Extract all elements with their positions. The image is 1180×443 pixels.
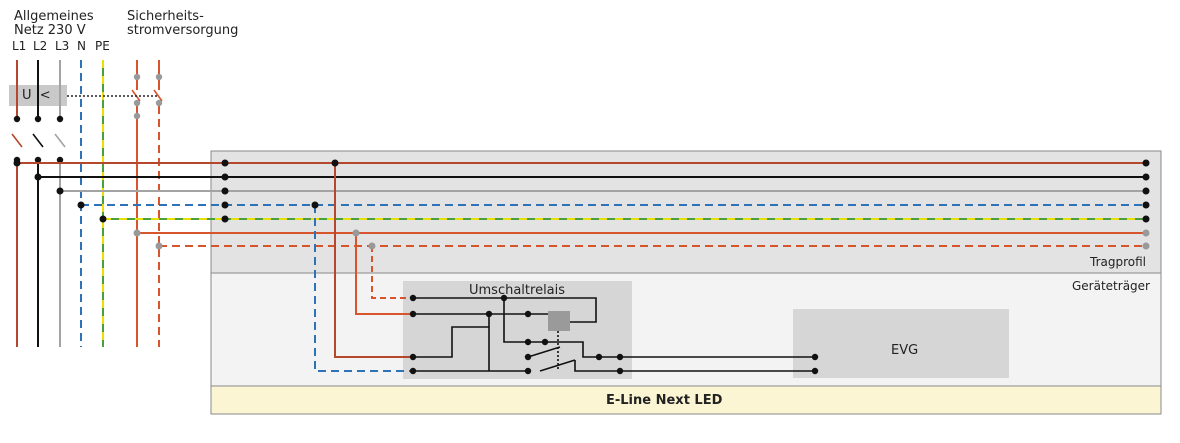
gear-tray-panel: [210, 272, 1162, 387]
conductor-l2-label: L2: [33, 39, 48, 53]
mounting-rail-label: Tragprofil: [1090, 255, 1146, 269]
gear-tray-label: Geräteträger: [1072, 279, 1150, 293]
ballast-box: [793, 309, 1009, 378]
general-net-label-1: Allgemeines: [14, 9, 94, 24]
ballast-label: EVG: [891, 343, 919, 358]
switch-contacts: [11, 89, 163, 148]
changeover-relay-label: Umschaltrelais: [469, 283, 566, 298]
conductor-l1-label: L1: [12, 39, 27, 53]
rail-bus-lines: [17, 162, 1146, 247]
relay-coil: [548, 311, 570, 331]
relay-dots: [409, 294, 819, 375]
product-name: E-Line Next LED: [606, 393, 723, 408]
product-band: [210, 385, 1162, 415]
relay-feed-lines: [314, 163, 413, 372]
undervoltage-relay-label: U <: [22, 88, 51, 103]
conductor-pe-label: PE: [95, 39, 110, 53]
safety-supply-label-1: Sicherheits-: [127, 9, 204, 24]
rail-junction-dots: [13, 159, 1150, 250]
conductor-l3-label: L3: [55, 39, 70, 53]
mounting-rail-panel: [210, 150, 1162, 274]
switch-dots: [13, 73, 163, 164]
safety-supply-label-2: stromversorgung: [127, 23, 239, 38]
general-net-label-2: Netz 230 V: [14, 23, 86, 38]
conductor-n-label: N: [77, 39, 86, 53]
